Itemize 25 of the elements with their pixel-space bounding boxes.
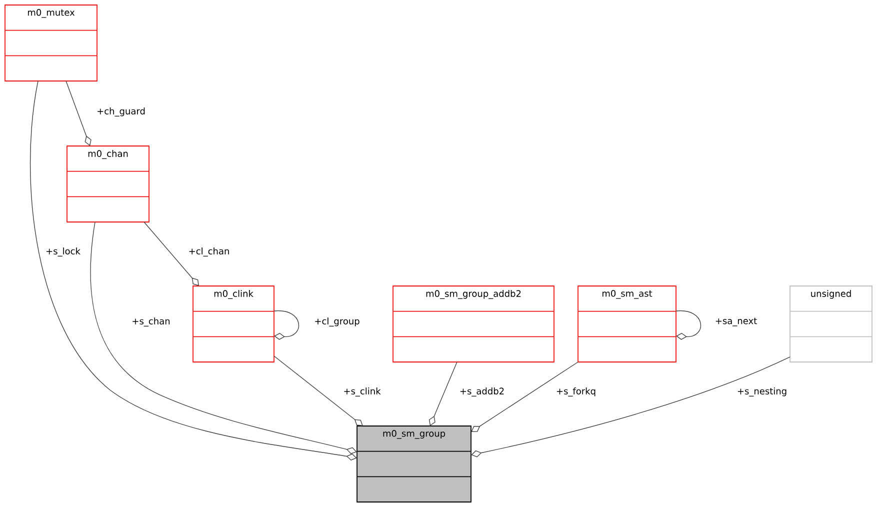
edge-label: +s_forkq (555, 386, 598, 398)
class-box: m0_mutex (4, 4, 98, 82)
edge-label: +cl_group (313, 316, 361, 328)
edge-label: +ch_guard (96, 106, 146, 118)
edge-label: +cl_chan (187, 246, 231, 258)
class-box: m0_sm_group (356, 426, 472, 502)
aggregation-line (66, 80, 92, 146)
aggregation-line (471, 362, 578, 432)
class-box: m0_sm_ast (578, 286, 676, 362)
edge-label: +sa_next (714, 316, 758, 328)
edge-label: +s_lock (44, 246, 82, 258)
class-box: m0_chan (66, 146, 150, 222)
aggregation-line (144, 222, 199, 286)
edge-label: +s_chan (130, 316, 172, 328)
edge-label: +s_addb2 (458, 386, 506, 398)
class-box: m0_clink (192, 286, 274, 362)
edge-label: +s_nesting (736, 386, 788, 398)
aggregation-line (676, 310, 701, 340)
class-box: m0_sm_group_addb2 (392, 286, 554, 362)
aggregation-line (274, 310, 300, 340)
edge-label: +s_clink (342, 386, 382, 398)
class-box: unsigned (790, 286, 872, 362)
aggregation-line (428, 362, 458, 426)
aggregation-line (274, 356, 363, 426)
aggregation-line (471, 356, 790, 458)
